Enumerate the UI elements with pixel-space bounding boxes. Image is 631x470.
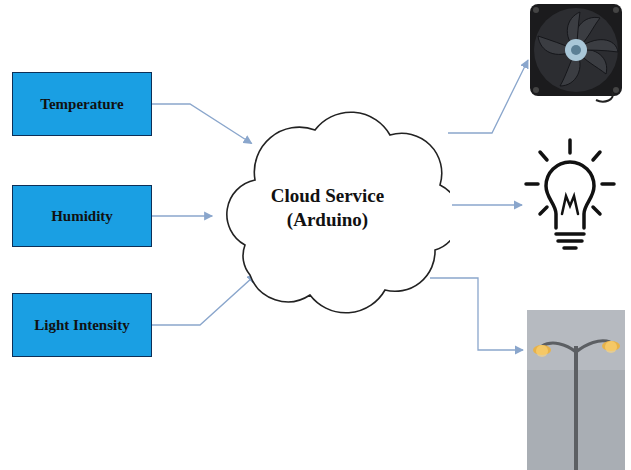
input-arrow xyxy=(152,104,252,144)
sensor-label: Temperature xyxy=(34,95,129,113)
sensor-box: Humidity xyxy=(12,185,152,247)
street-light-picture xyxy=(527,310,625,470)
sensor-label: Light Intensity xyxy=(28,316,135,334)
output-line xyxy=(448,60,528,133)
input-arrow xyxy=(152,215,212,216)
output-line xyxy=(452,204,522,205)
cloud-node: Cloud Service (Arduino) xyxy=(205,95,450,320)
bulb-icon xyxy=(526,140,614,248)
cloud-label: Cloud Service (Arduino) xyxy=(253,184,403,232)
input-arrow xyxy=(152,275,256,325)
fan-picture xyxy=(530,4,622,102)
sensor-box: Temperature xyxy=(12,72,152,136)
sensor-box: Light Intensity xyxy=(12,293,152,357)
output-line xyxy=(430,278,523,350)
cloud-shape xyxy=(205,95,450,320)
sensor-label: Humidity xyxy=(45,207,119,225)
